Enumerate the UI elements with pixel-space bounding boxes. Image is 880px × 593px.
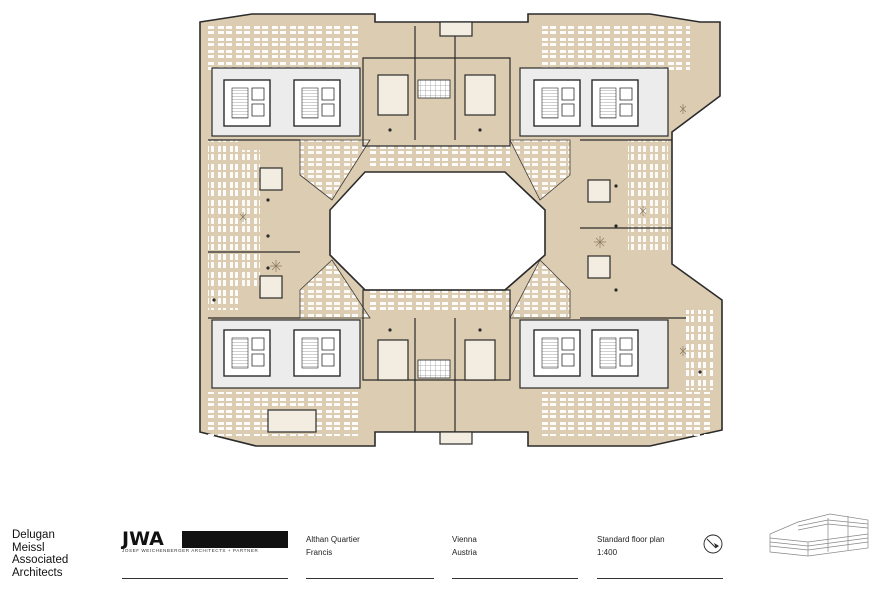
divider [306,578,434,579]
drawing-title: Standard floor plan [597,535,665,544]
jwa-logo: JWA [122,530,288,552]
jwa-logo-bar [182,531,288,548]
divider [597,578,723,579]
firm-line: Delugan [12,529,55,541]
building-elevation-icon [769,513,869,557]
central-courtyard [329,171,546,291]
plants [239,104,687,356]
firm-line: Associated [12,554,69,566]
drawing-scale: 1:400 [597,548,618,557]
firm-line: Architects [12,566,63,579]
service-cores [211,67,669,389]
location-country: Austria [452,548,477,557]
jwa-tagline: JOSEF WEICHENBERGER ARCHITECTS + PARTNER [122,548,259,553]
firm-line: Meissl [12,541,45,554]
structural-columns [212,128,702,374]
firm-name: Delugan Meissl Associated Architects [12,529,68,579]
diagonal-wings [299,139,571,319]
divider [122,578,288,579]
project-name: Althan Quartier [306,535,360,544]
jwa-logo-text: JWA [122,528,164,550]
floor-plan-drawing [199,13,723,447]
location-city: Vienna [452,535,477,544]
floor-plan [199,13,723,447]
divider [452,578,578,579]
north-arrow-icon [703,534,723,554]
inner-walls [208,26,686,432]
project-architect: Francis [306,548,333,557]
meeting-rooms [259,21,611,445]
